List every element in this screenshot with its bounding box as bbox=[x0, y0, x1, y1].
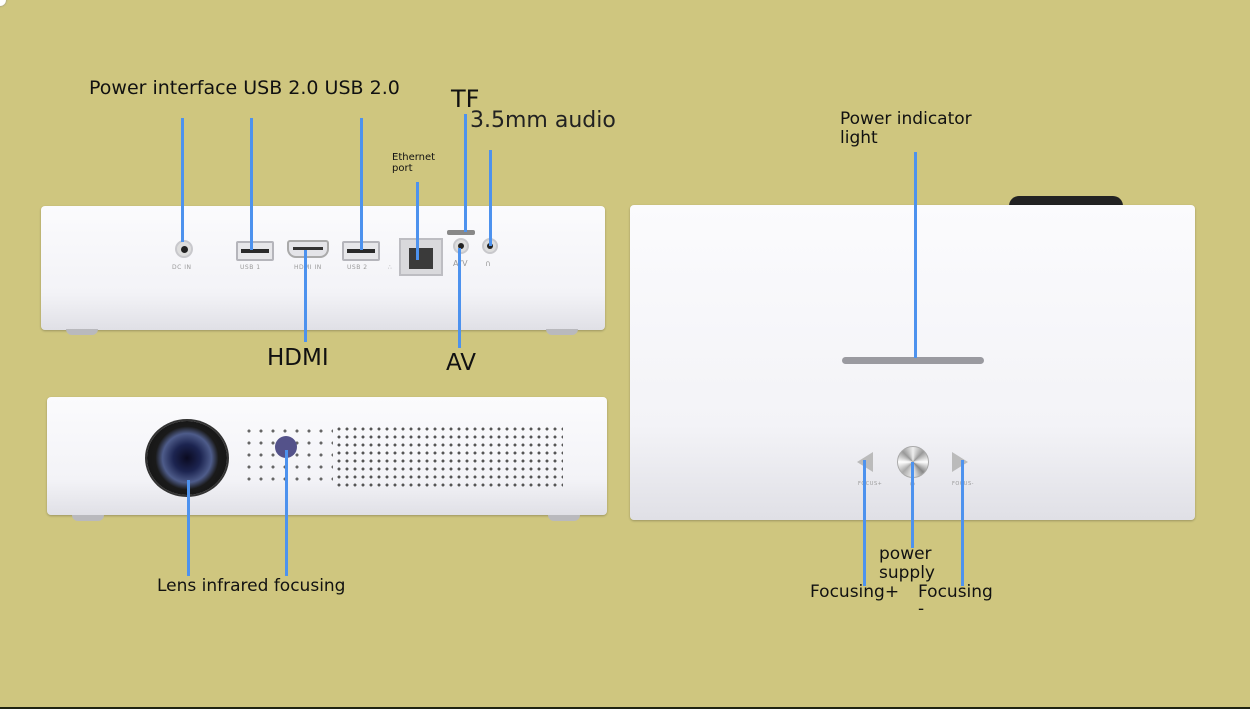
label-indicator-line2: light bbox=[840, 128, 878, 148]
label-av: AV bbox=[446, 350, 476, 376]
speaker-grille bbox=[335, 425, 563, 489]
dc-in-print: DC IN bbox=[172, 264, 192, 271]
focus-ring-top bbox=[1009, 196, 1123, 206]
dc-in-port bbox=[175, 240, 193, 258]
label-ethernet-line2: port bbox=[392, 163, 413, 174]
label-focus-plus: Focusing+ bbox=[810, 582, 900, 602]
hdmi-print: HDMI IN bbox=[294, 264, 322, 271]
leader-line-av bbox=[458, 248, 461, 348]
label-indicator-line1: Power indicator bbox=[840, 109, 972, 129]
label-ethernet-line1: Ethernet bbox=[392, 152, 436, 163]
label-tf: TF bbox=[451, 85, 480, 113]
network-icon: ∴ bbox=[388, 264, 393, 271]
ethernet-port bbox=[399, 238, 443, 276]
power-indicator-light bbox=[842, 357, 984, 364]
device-foot bbox=[548, 515, 580, 521]
usb2-print: USB 2 bbox=[347, 264, 368, 271]
bottom-border bbox=[0, 707, 1250, 709]
label-hdmi: HDMI bbox=[267, 345, 329, 371]
leader-line-hdmi bbox=[304, 250, 307, 342]
leader-line-indicator bbox=[914, 152, 917, 358]
leader-line-usb2 bbox=[360, 118, 363, 250]
leader-line-usb1 bbox=[250, 118, 253, 250]
usb1-port bbox=[236, 241, 274, 261]
label-focus-minus-line1: Focusing bbox=[918, 582, 993, 602]
window-corner bbox=[0, 0, 6, 6]
label-power-usb: Power interface USB 2.0 USB 2.0 bbox=[89, 77, 400, 99]
label-power-line1: power bbox=[879, 544, 932, 564]
device-foot bbox=[66, 329, 98, 335]
leader-line-dc-in bbox=[181, 118, 184, 242]
leader-line-ethernet bbox=[416, 182, 419, 260]
label-lens-infrared: Lens infrared focusing bbox=[157, 576, 346, 596]
front-panel-device bbox=[47, 397, 607, 515]
usb1-print: USB 1 bbox=[240, 264, 261, 271]
leader-line-tf bbox=[464, 114, 467, 232]
leader-line-focus-plus bbox=[863, 460, 866, 586]
label-focus-minus-line2: - bbox=[918, 599, 925, 619]
leader-line-lens bbox=[187, 480, 190, 576]
leader-line-focus-minus bbox=[961, 460, 964, 586]
focus-minus-button[interactable] bbox=[952, 452, 968, 472]
focus-plus-print: FOCUS+ bbox=[858, 481, 883, 487]
device-foot bbox=[72, 515, 104, 521]
device-foot bbox=[546, 329, 578, 335]
infrared-sensor bbox=[275, 436, 297, 458]
av-port bbox=[453, 238, 469, 254]
label-power-line2: supply bbox=[879, 563, 935, 583]
leader-line-audio bbox=[489, 150, 492, 246]
headphone-icon: ∩ bbox=[485, 259, 492, 268]
label-audio: 3.5mm audio bbox=[470, 108, 616, 133]
hdmi-port bbox=[287, 240, 329, 258]
tf-card-slot bbox=[447, 230, 475, 235]
leader-line-power bbox=[911, 462, 914, 548]
leader-line-infrared bbox=[285, 450, 288, 576]
rear-panel-device: DC IN USB 1 HDMI IN USB 2 ∴ A/V ∩ bbox=[41, 206, 605, 330]
